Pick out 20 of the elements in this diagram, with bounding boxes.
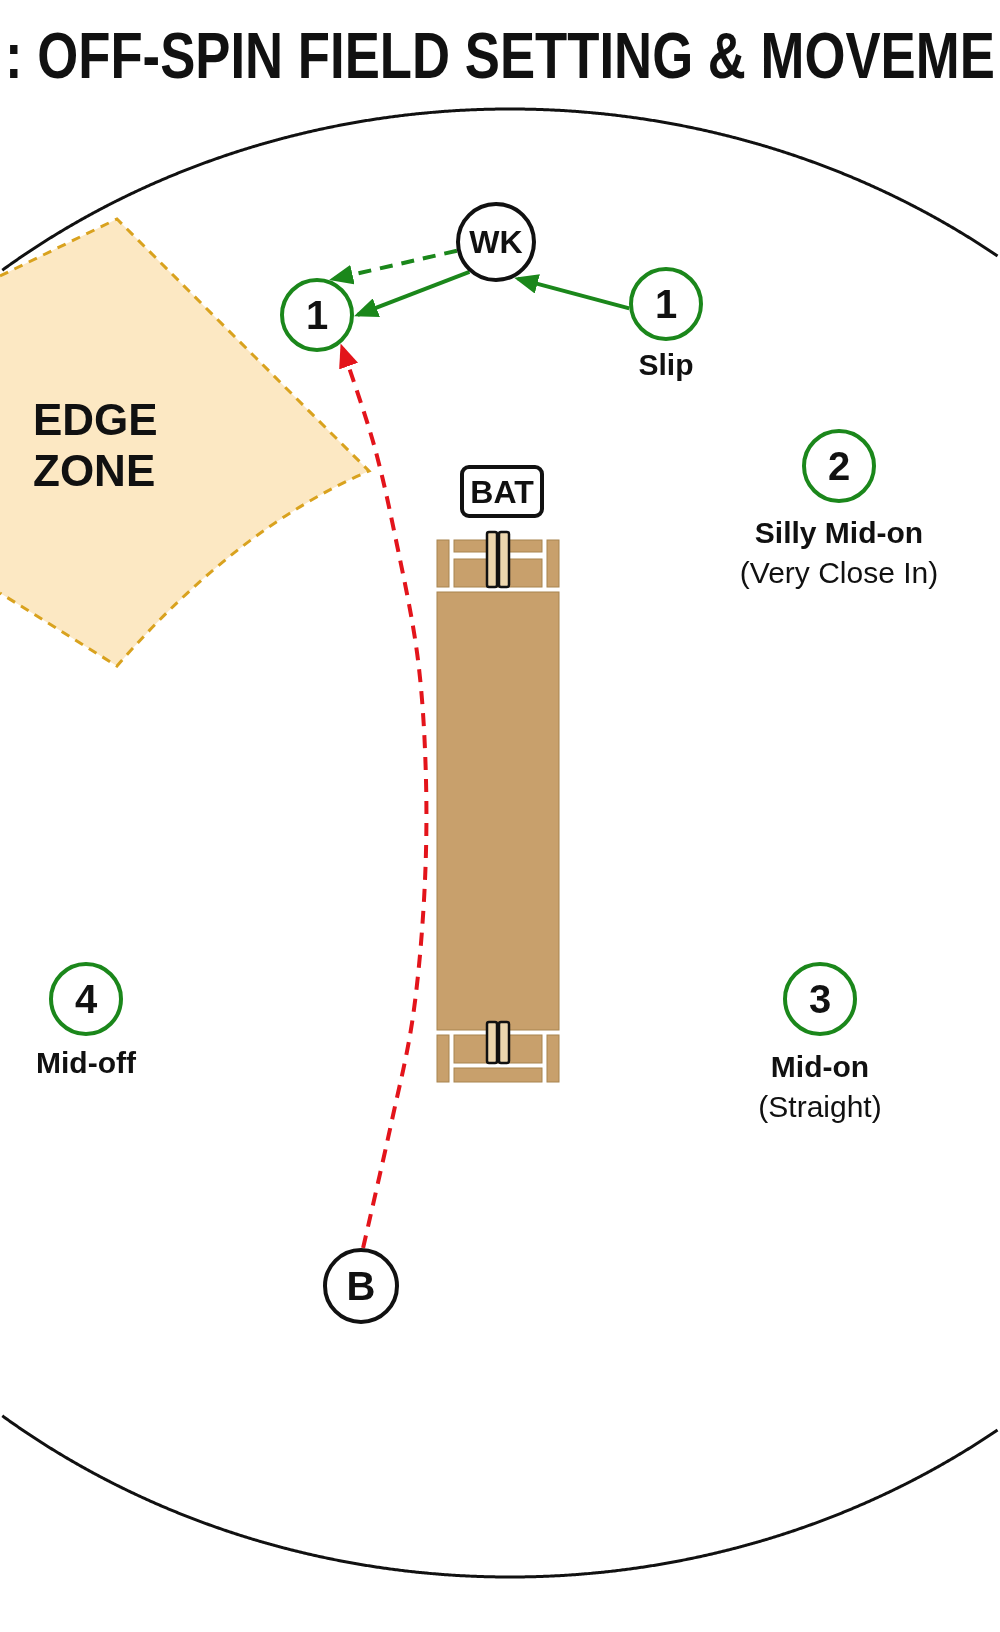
fielder-marker: 1 [629, 267, 703, 341]
fielder-marker: 3 [783, 962, 857, 1036]
movement-arrow [329, 248, 458, 285]
ball-path-arrow [339, 343, 429, 1249]
fielder-marker: 4 [49, 962, 123, 1036]
fielder-marker: 2 [802, 429, 876, 503]
movement-arrow [353, 270, 471, 318]
zone-label: EDGE ZONE [33, 395, 159, 497]
position-label: Slip [638, 347, 694, 383]
bowler-marker: B [323, 1248, 399, 1324]
movement-arrow [514, 274, 630, 311]
position-note: (Very Close In) [739, 555, 939, 591]
batter-marker: BAT [460, 465, 544, 518]
fielder-marker: 1 [280, 278, 354, 352]
position-note: (Straight) [758, 1089, 882, 1125]
position-label: Mid-off [36, 1045, 136, 1081]
position-label: Mid-on [770, 1049, 870, 1085]
diagram-title: : OFF-SPIN FIELD SETTING & MOVEME [5, 24, 995, 88]
wicketkeeper-marker: WK [456, 202, 536, 282]
position-label: Silly Mid-on [754, 515, 924, 551]
